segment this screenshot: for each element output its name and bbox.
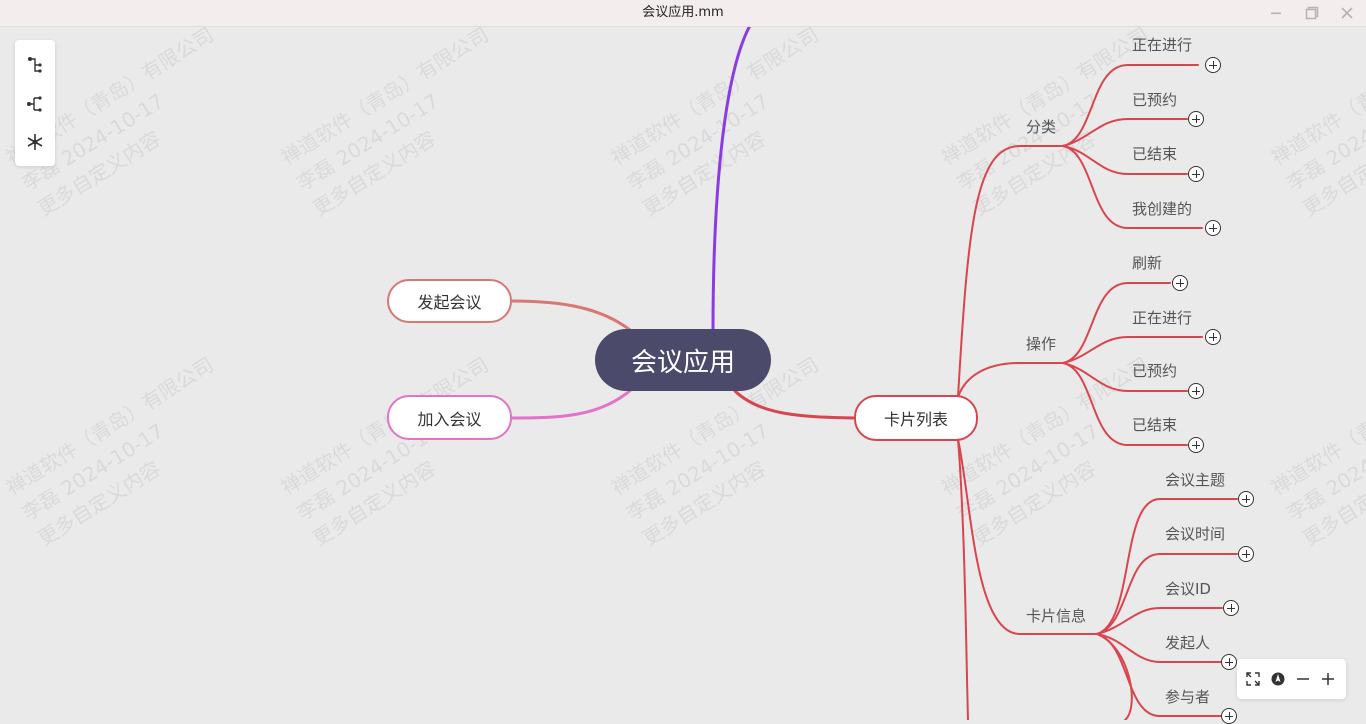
window-title: 会议应用.mm	[642, 5, 724, 20]
fit-screen-icon[interactable]	[1244, 670, 1262, 688]
node-category-ended[interactable]: 已结束	[1132, 145, 1178, 163]
node-operation-ended[interactable]: 已结束	[1132, 416, 1178, 434]
node-category-mine[interactable]: 我创建的	[1132, 200, 1193, 218]
expand-icon[interactable]	[1172, 275, 1188, 291]
title-bar: 会议应用.mm	[0, 0, 1366, 27]
zoom-out-icon[interactable]	[1294, 670, 1312, 688]
node-operation-ongoing[interactable]: 正在进行	[1132, 309, 1193, 327]
root-node[interactable]: 会议应用	[595, 329, 771, 391]
node-start-meeting[interactable]: 发起会议	[387, 279, 512, 323]
minimize-icon[interactable]	[1267, 4, 1285, 22]
expand-icon[interactable]	[1205, 329, 1221, 345]
node-operation-booked[interactable]: 已预约	[1132, 362, 1178, 380]
node-category[interactable]: 分类	[1026, 118, 1057, 136]
node-info-topic[interactable]: 会议主题	[1165, 471, 1226, 489]
layout-radial-icon[interactable]	[25, 132, 45, 152]
node-operation[interactable]: 操作	[1026, 335, 1057, 353]
expand-icon[interactable]	[1223, 600, 1239, 616]
node-info-participants[interactable]: 参与者	[1165, 688, 1211, 706]
expand-icon[interactable]	[1188, 383, 1204, 399]
expand-icon[interactable]	[1205, 57, 1221, 73]
layout-toolbar	[15, 40, 55, 166]
node-operation-refresh[interactable]: 刷新	[1132, 254, 1163, 272]
expand-icon[interactable]	[1188, 111, 1204, 127]
node-join-meeting[interactable]: 加入会议	[387, 395, 512, 440]
zoom-controls	[1237, 659, 1346, 699]
node-card-list[interactable]: 卡片列表	[854, 395, 978, 441]
layout-right-icon[interactable]	[25, 55, 45, 75]
locate-icon[interactable]	[1269, 670, 1287, 688]
connector-lines	[510, 27, 1238, 720]
node-category-booked[interactable]: 已预约	[1132, 91, 1178, 109]
expand-icon[interactable]	[1188, 437, 1204, 453]
restore-icon[interactable]	[1303, 4, 1321, 22]
expand-icon[interactable]	[1238, 546, 1254, 562]
node-info-initiator[interactable]: 发起人	[1165, 634, 1211, 652]
close-icon[interactable]	[1338, 4, 1356, 22]
layout-both-icon[interactable]	[25, 94, 45, 114]
expand-icon[interactable]	[1188, 166, 1204, 182]
expand-icon[interactable]	[1221, 708, 1237, 724]
node-info-time[interactable]: 会议时间	[1165, 525, 1226, 543]
expand-icon[interactable]	[1205, 220, 1221, 236]
node-category-ongoing[interactable]: 正在进行	[1132, 36, 1193, 54]
node-card-info[interactable]: 卡片信息	[1026, 607, 1087, 625]
zoom-in-icon[interactable]	[1319, 670, 1337, 688]
node-info-id[interactable]: 会议ID	[1165, 580, 1211, 598]
expand-icon[interactable]	[1221, 654, 1237, 670]
expand-icon[interactable]	[1238, 491, 1254, 507]
